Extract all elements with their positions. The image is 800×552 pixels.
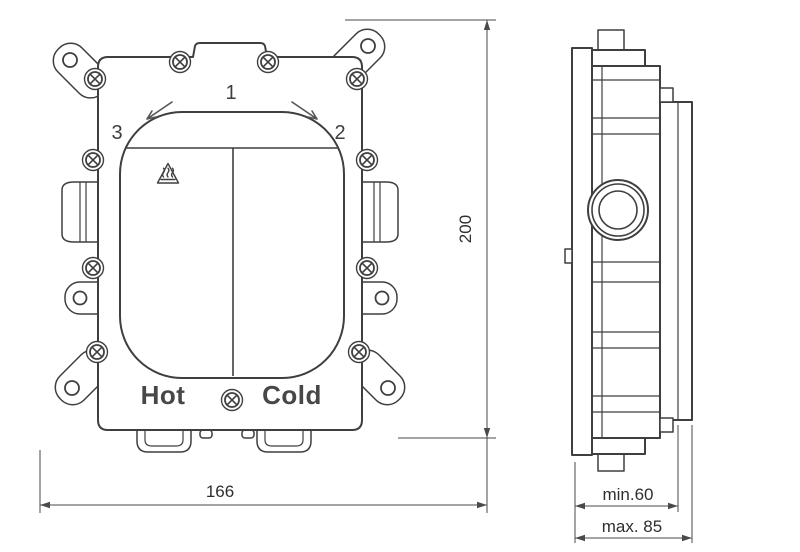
side-main-body xyxy=(591,65,661,439)
front-view: 1 3 2 Hot Cold xyxy=(52,28,406,453)
depth-min-label: min.60 xyxy=(602,485,653,504)
side-top-step xyxy=(659,87,674,103)
side-left-nub xyxy=(564,248,573,264)
depth-max-label: max. 85 xyxy=(602,517,662,536)
bottom-connectors xyxy=(136,429,312,453)
rotate-arrow-right-icon xyxy=(291,101,318,120)
valve-recess xyxy=(119,111,345,379)
height-dimension-label: 200 xyxy=(456,215,475,243)
phillips-screw-icon xyxy=(345,67,369,91)
dimension-height: 200 xyxy=(345,19,496,439)
dimension-depth-min: min.60 xyxy=(574,425,679,543)
dim-arrow-icon xyxy=(682,534,692,542)
bottom-tab xyxy=(241,429,255,439)
dim-arrow-icon xyxy=(40,501,50,509)
mounting-holes xyxy=(62,38,396,396)
phillips-screw-icon xyxy=(83,67,107,91)
phillips-screw-icon xyxy=(355,148,379,172)
side-view xyxy=(564,29,693,472)
dim-arrow-icon xyxy=(483,428,491,438)
side-body-detail-lines xyxy=(592,66,679,438)
mounting-hole xyxy=(360,38,376,54)
side-bottom-tab xyxy=(591,437,646,455)
side-port-circle xyxy=(587,179,649,241)
dim-arrow-icon xyxy=(477,501,487,509)
callout-2: 2 xyxy=(334,122,345,144)
mounting-hole xyxy=(374,290,390,306)
dim-arrow-icon xyxy=(483,20,491,30)
dim-arrow-icon xyxy=(575,534,585,542)
mounting-hole xyxy=(72,290,88,306)
side-bottom-step xyxy=(659,417,674,433)
hot-surface-warning-icon xyxy=(156,162,180,184)
phillips-screw-icon xyxy=(85,340,109,364)
side-top-ear xyxy=(597,29,625,51)
dim-arrow-icon xyxy=(668,502,678,510)
hot-label: Hot xyxy=(141,380,186,410)
callout-1: 1 xyxy=(225,82,236,104)
side-top-tab xyxy=(591,49,646,67)
cold-label: Cold xyxy=(262,380,322,410)
dimension-depth-max: max. 85 xyxy=(575,425,693,543)
dim-arrow-icon xyxy=(575,502,585,510)
side-front-flange xyxy=(571,47,593,456)
phillips-screw-icon xyxy=(220,388,244,412)
phillips-screw-icon xyxy=(81,256,105,280)
phillips-screw-icon xyxy=(355,256,379,280)
mounting-hole xyxy=(380,380,396,396)
side-connectors xyxy=(61,181,399,243)
phillips-screw-icon xyxy=(81,148,105,172)
mounting-hole xyxy=(64,380,80,396)
phillips-screw-icon xyxy=(256,50,280,74)
callout-3: 3 xyxy=(111,122,122,144)
side-bottom-ear xyxy=(597,452,625,472)
phillips-screw-icon xyxy=(347,340,371,364)
bottom-tab xyxy=(199,429,213,439)
mounting-hole xyxy=(62,52,78,68)
rotate-arrow-left-icon xyxy=(146,101,173,120)
phillips-screw-icon xyxy=(168,50,192,74)
side-back-box xyxy=(659,101,693,421)
width-dimension-label: 166 xyxy=(206,482,234,501)
